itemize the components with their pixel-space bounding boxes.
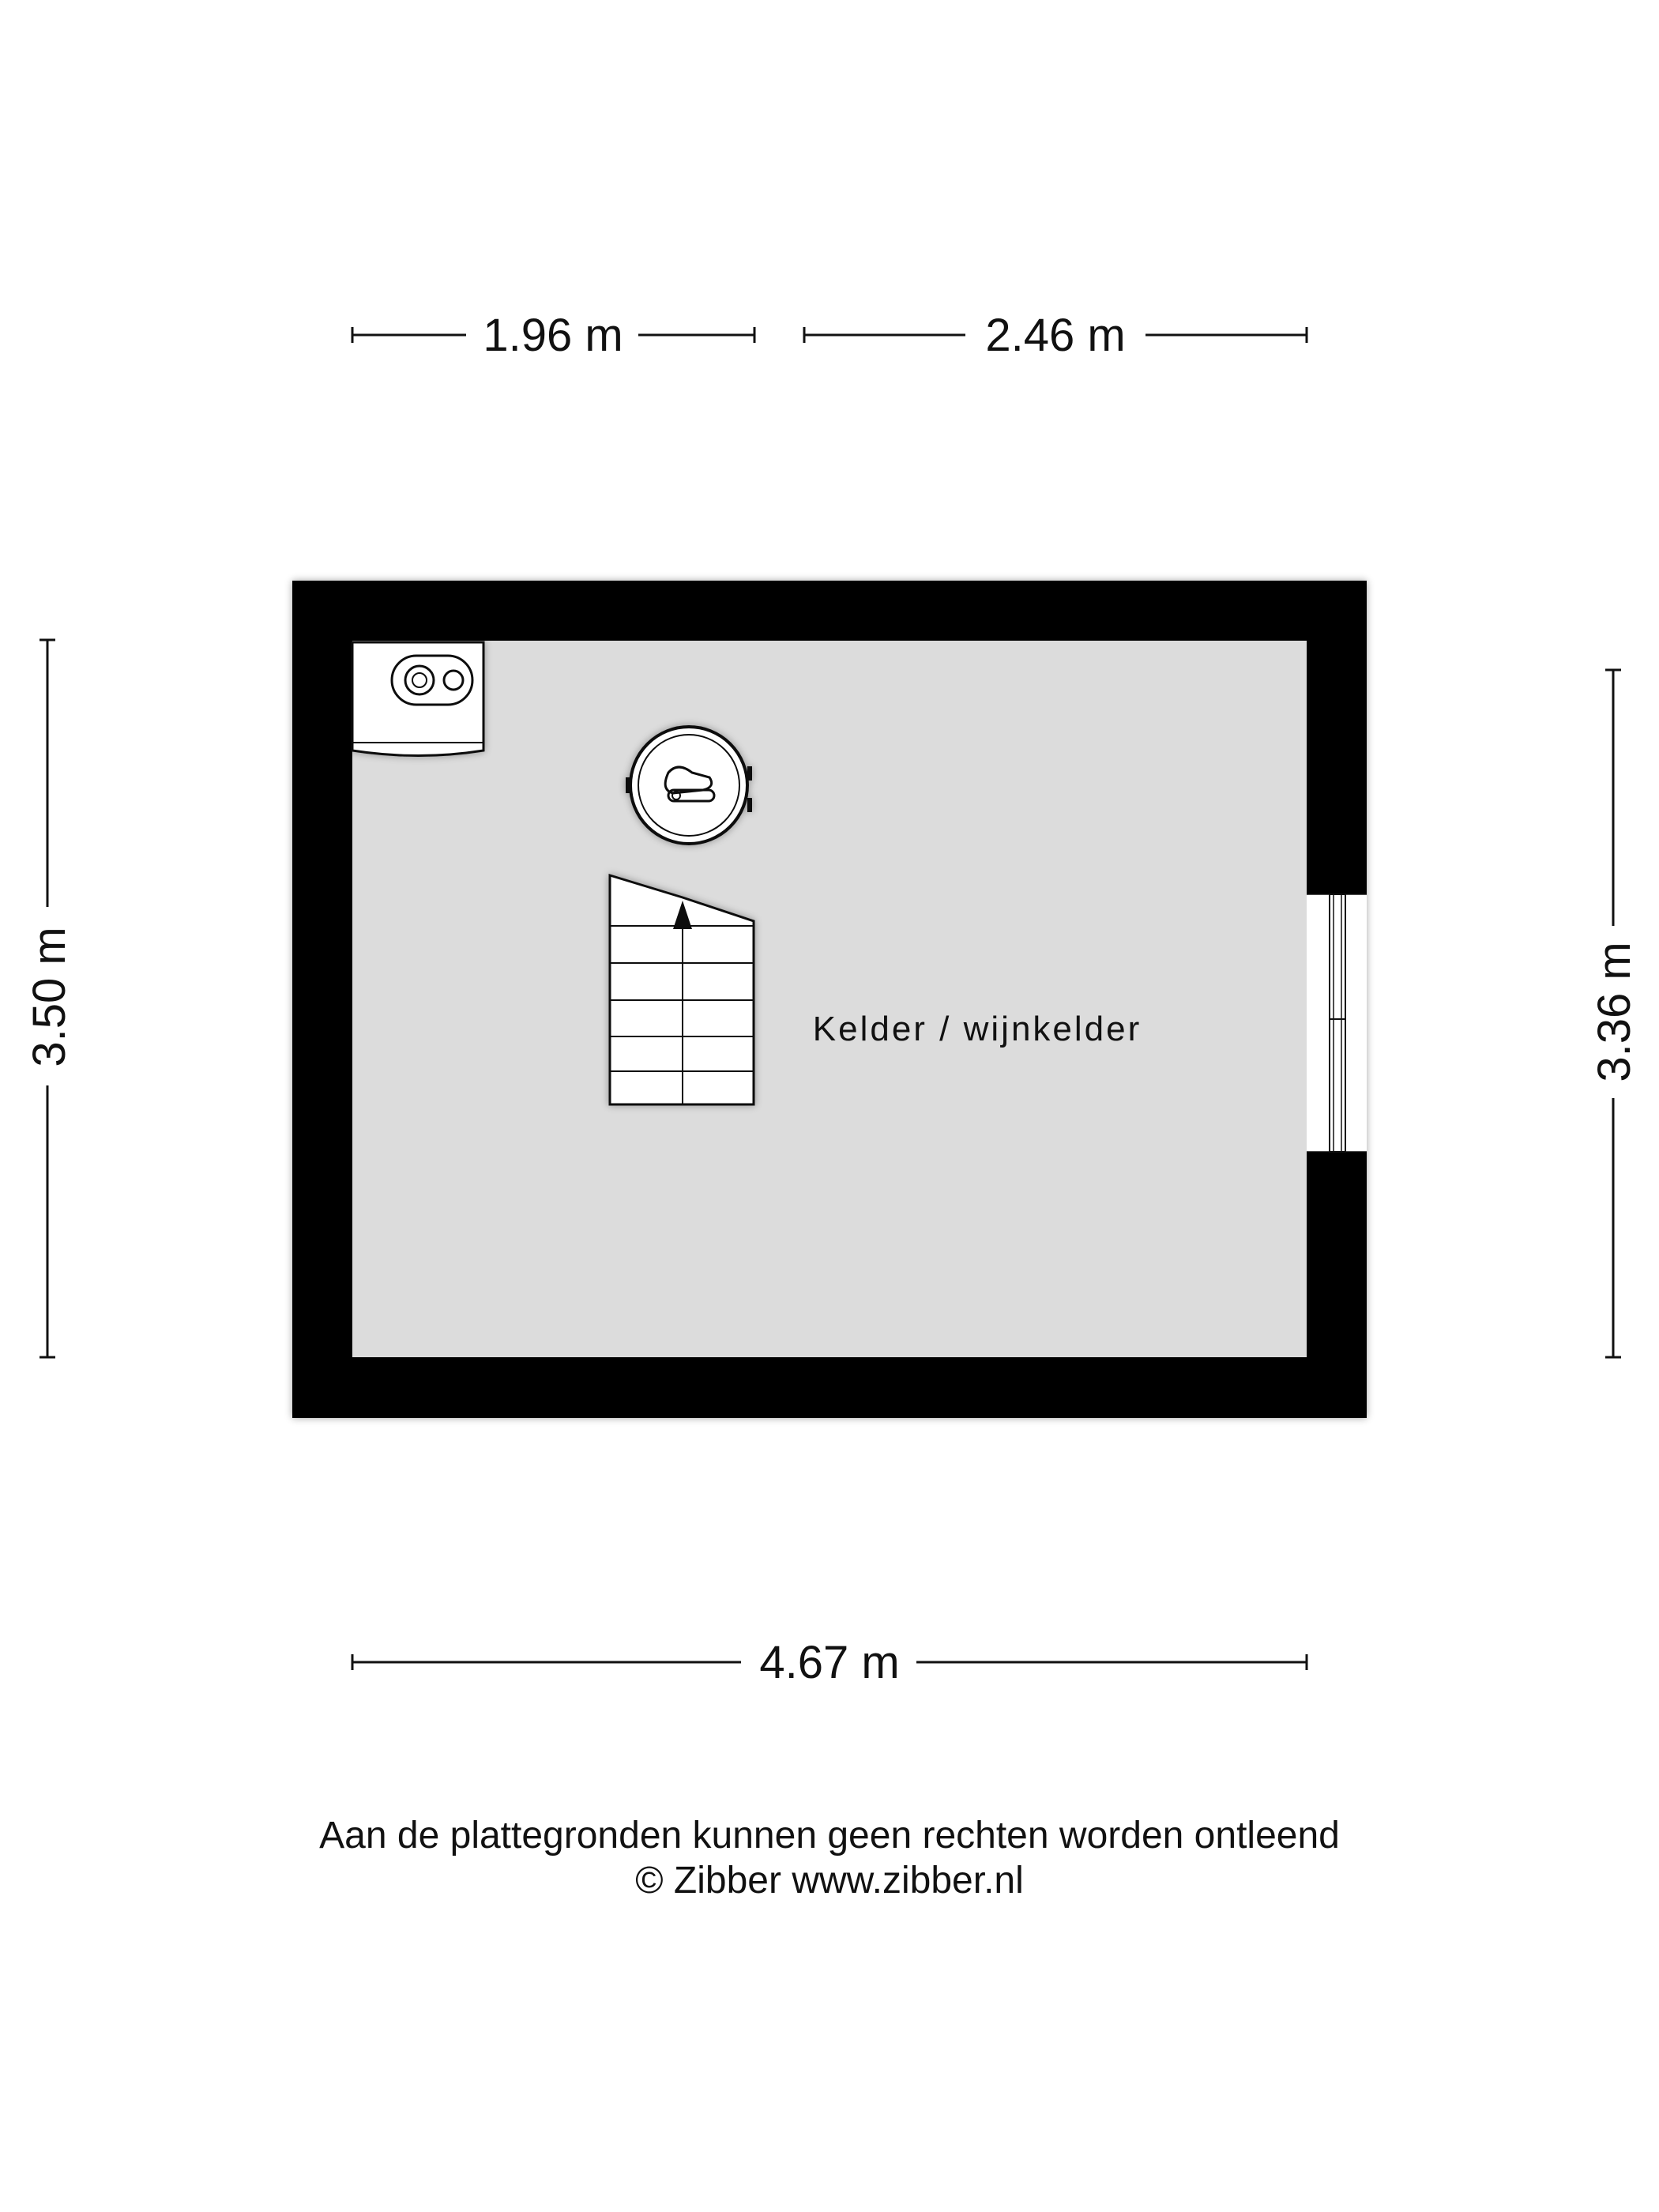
dimension-bottom bbox=[351, 1654, 1308, 1670]
dimension-top-right bbox=[803, 327, 1308, 343]
dimension-left bbox=[40, 638, 55, 1359]
staircase-icon bbox=[608, 873, 755, 1106]
dimension-top-left bbox=[351, 327, 756, 343]
stair-direction-arrow bbox=[673, 901, 692, 929]
boiler-icon bbox=[351, 641, 485, 757]
dimension-bottom-label: 4.67 m bbox=[759, 1637, 899, 1688]
copyright-text: © Zibber www.zibber.nl bbox=[635, 1860, 1024, 1902]
dimension-right-label: 3.36 m bbox=[1589, 942, 1640, 1082]
dimension-top-left-label: 1.96 m bbox=[483, 310, 623, 361]
dimension-right bbox=[1605, 668, 1621, 1359]
disclaimer-text: Aan de plattegronden kunnen geen rechten… bbox=[319, 1815, 1340, 1856]
dimension-top-right-label: 2.46 m bbox=[985, 310, 1125, 361]
sump-pump-icon bbox=[626, 725, 752, 845]
window bbox=[1307, 893, 1367, 1153]
room-label: Kelder / wijnkelder bbox=[813, 1010, 1142, 1048]
dimension-left-label: 3.50 m bbox=[24, 927, 75, 1066]
room-floor bbox=[352, 641, 1307, 1357]
